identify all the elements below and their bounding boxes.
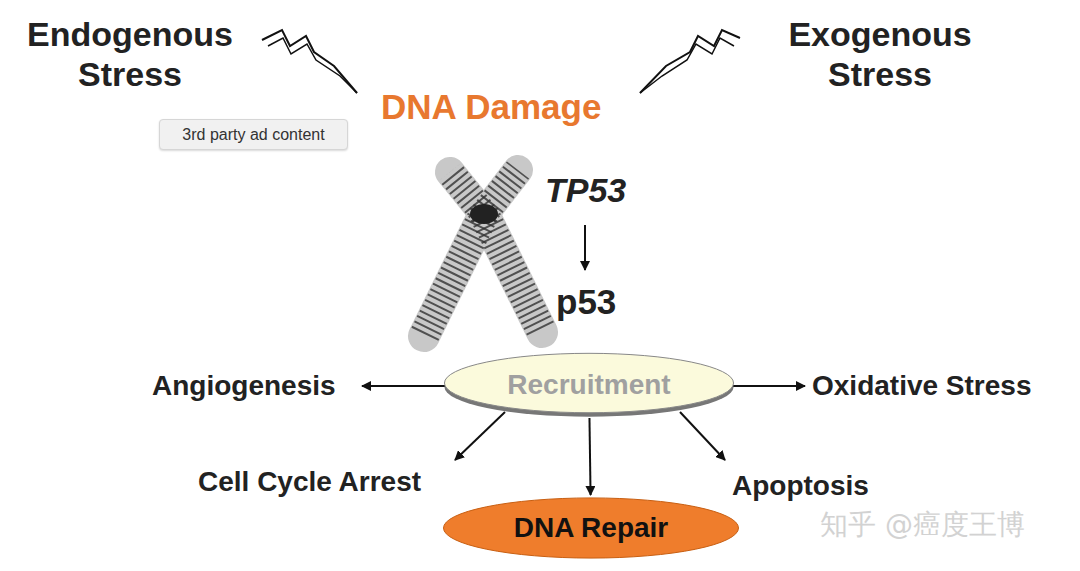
recruitment-ellipse: Recruitment: [443, 352, 735, 418]
stress-bolt: [262, 30, 357, 93]
watermark: 知乎 @癌度王博: [820, 508, 1025, 541]
stress-label: Endogenous Stress: [5, 14, 255, 94]
node-text: Recruitment: [507, 369, 670, 401]
node-text: DNA Repair: [514, 512, 669, 544]
outcome-label: Angiogenesis: [152, 369, 336, 402]
outcome-label: Cell Cycle Arrest: [198, 465, 421, 498]
dna-repair-ellipse-fill: [443, 498, 738, 558]
node-text: 3rd party ad content: [182, 126, 324, 144]
leader-arrow: [584, 225, 586, 270]
leader-arrow: [362, 385, 445, 387]
leader-arrow: [455, 412, 505, 460]
stress-bolt: [268, 38, 357, 93]
leader-arrow: [733, 385, 805, 387]
leader-arrow: [680, 412, 725, 460]
damage-label: DNA Damage: [381, 86, 601, 127]
protein-label: p53: [556, 281, 616, 322]
dna-repair-ellipse: DNA Repair: [442, 497, 740, 559]
chromosome: [424, 170, 542, 336]
connector-arrow: [589, 418, 590, 495]
ad-box: 3rd party ad content: [159, 119, 348, 150]
stress-bolt: [640, 30, 740, 93]
stress-label: Exogenous Stress: [765, 14, 995, 94]
recruitment-ellipse-fill: [444, 353, 733, 412]
outcome-label: Oxidative Stress: [812, 369, 1031, 402]
stress-bolt: [640, 38, 734, 93]
gene-label: TP53: [545, 170, 626, 210]
outcome-label: Apoptosis: [732, 469, 869, 502]
